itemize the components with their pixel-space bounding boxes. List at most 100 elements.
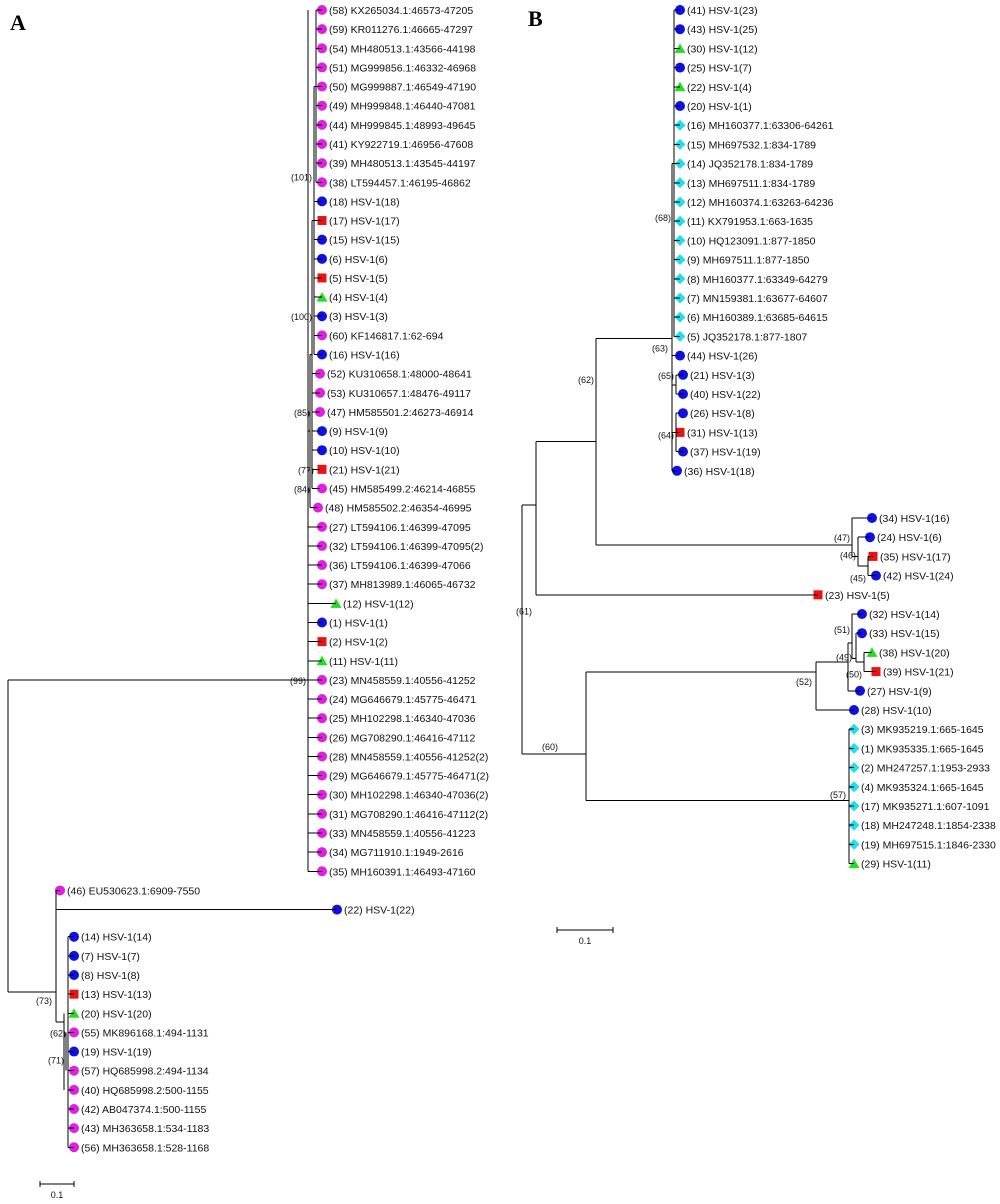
taxon-label: (12) HSV-1(12) bbox=[343, 598, 414, 610]
taxon-label: (36) HSV-1(18) bbox=[684, 466, 755, 478]
bootstrap-label: (101) bbox=[291, 172, 312, 182]
taxon-label: (55) MK896168.1:494-1131 bbox=[81, 1027, 209, 1039]
taxon-label: (39) HSV-1(21) bbox=[883, 667, 954, 679]
taxon-label: (21) HSV-1(3) bbox=[690, 370, 755, 382]
taxon-label: (7) HSV-1(7) bbox=[81, 951, 140, 963]
taxon-label: (30) HSV-1(12) bbox=[687, 43, 758, 55]
taxon-label: (13) HSV-1(13) bbox=[81, 989, 152, 1001]
taxon-label: (34) HSV-1(16) bbox=[879, 513, 950, 525]
taxon-label: (24) HSV-1(6) bbox=[877, 532, 942, 544]
bootstrap-label: (52) bbox=[796, 677, 812, 687]
taxon-label: (11) HSV-1(11) bbox=[329, 656, 398, 668]
taxon-label: (9) MH697511.1:877-1850 bbox=[687, 255, 810, 267]
taxon-label: (43) MH363658.1:534-1183 bbox=[81, 1123, 209, 1135]
taxon-label: (22) HSV-1(4) bbox=[687, 82, 752, 94]
taxon-label: (27) LT594106.1:46399-47095 bbox=[329, 522, 471, 534]
taxon-label: (42) AB047374.1:500-1155 bbox=[81, 1104, 206, 1116]
bootstrap-label: (68) bbox=[655, 213, 671, 223]
taxon-label: (14) HSV-1(14) bbox=[81, 932, 152, 944]
taxon-label: (28) MN458559.1:40556-41252(2) bbox=[329, 751, 488, 763]
taxon-label: (7) MN159381.1:63677-64607 bbox=[687, 293, 828, 305]
bootstrap-label: (64) bbox=[658, 430, 674, 440]
taxon-label: (31) HSV-1(13) bbox=[687, 427, 758, 439]
taxon-label: (47) HM585501.2:46273-46914 bbox=[327, 407, 474, 419]
taxon-label: (5) JQ352178.1:877-1807 bbox=[687, 331, 807, 343]
taxon-label: (5) HSV-1(5) bbox=[329, 273, 388, 285]
taxon-label: (8) MH160377.1:63349-64279 bbox=[687, 274, 828, 286]
taxon-label: (52) KU310658.1:48000-48641 bbox=[327, 369, 472, 381]
taxon-label: (10) HSV-1(10) bbox=[329, 445, 400, 457]
taxon-label: (8) HSV-1(8) bbox=[81, 970, 140, 982]
panel-letter: B bbox=[528, 6, 543, 31]
taxon-label: (50) MG999887.1:46549-47190 bbox=[329, 82, 476, 94]
taxon-label: (32) HSV-1(14) bbox=[869, 609, 940, 621]
taxon-label: (30) MH102298.1:46340-47036(2) bbox=[329, 790, 488, 802]
taxon-label: (40) HSV-1(22) bbox=[690, 389, 761, 401]
taxon-label: (10) HQ123091.1:877-1850 bbox=[687, 235, 816, 247]
taxon-label: (26) HSV-1(8) bbox=[690, 408, 755, 420]
taxon-label: (1) HSV-1(1) bbox=[329, 617, 388, 629]
taxon-label: (46) EU530623.1:6909-7550 bbox=[67, 885, 200, 897]
taxon-label: (32) LT594106.1:46399-47095(2) bbox=[329, 541, 484, 553]
bootstrap-label: (84) bbox=[294, 485, 310, 495]
bootstrap-label: (63) bbox=[652, 344, 668, 354]
taxon-label: (15) MH697532.1:834-1789 bbox=[687, 139, 816, 151]
taxon-label: (37) HSV-1(19) bbox=[690, 447, 761, 459]
taxon-label: (27) HSV-1(9) bbox=[867, 686, 932, 698]
taxon-label: (16) HSV-1(16) bbox=[329, 350, 400, 362]
taxon-label: (9) HSV-1(9) bbox=[329, 426, 388, 438]
taxon-label: (59) KR011276.1:46665-47297 bbox=[329, 24, 473, 36]
taxon-label: (29) HSV-1(11) bbox=[861, 859, 931, 871]
bootstrap-label: (60) bbox=[542, 742, 558, 752]
taxon-label: (18) MH247248.1:1854-2338 bbox=[861, 820, 996, 832]
taxon-label: (24) MG646679.1:45775-46471 bbox=[329, 694, 476, 706]
taxon-label: (41) KY922719.1:46956-47608 bbox=[329, 139, 473, 151]
taxon-label: (40) HQ685998.2:500-1155 bbox=[81, 1085, 209, 1097]
circle-marker-icon bbox=[317, 445, 327, 456]
taxon-label: (19) HSV-1(19) bbox=[81, 1047, 152, 1059]
taxon-label: (17) MK935271.1:607-1091 bbox=[861, 801, 990, 813]
taxon-label: (26) MG708290.1:46416-47112 bbox=[329, 732, 475, 744]
taxon-label: (41) HSV-1(23) bbox=[687, 5, 758, 17]
taxon-label: (45) HM585499.2:46214-46855 bbox=[329, 484, 476, 496]
taxon-label: (15) HSV-1(15) bbox=[329, 235, 400, 247]
taxon-label: (51) MG999856.1:46332-46968 bbox=[329, 62, 476, 74]
bootstrap-label: (73) bbox=[36, 996, 52, 1006]
taxon-label: (31) MG708290.1:46416-47112(2) bbox=[329, 809, 488, 821]
taxon-label: (19) MH697515.1:1846-2330 bbox=[861, 839, 996, 851]
circle-marker-icon bbox=[317, 483, 327, 494]
taxon-label: (28) HSV-1(10) bbox=[861, 705, 932, 717]
bootstrap-label: (65) bbox=[658, 371, 674, 381]
bootstrap-label: (61) bbox=[516, 607, 532, 617]
bootstrap-label: (77) bbox=[298, 465, 314, 475]
taxon-label: (6) HSV-1(6) bbox=[329, 254, 388, 266]
taxon-label: (39) MH480513.1:43545-44197 bbox=[329, 158, 476, 170]
taxon-label: (14) JQ352178.1:834-1789 bbox=[687, 159, 813, 171]
taxon-label: (43) HSV-1(25) bbox=[687, 24, 758, 36]
taxon-label: (6) MH160389.1:63685-64615 bbox=[687, 312, 828, 324]
taxon-label: (1) MK935335.1:665-1645 bbox=[861, 743, 984, 755]
taxon-label: (44) HSV-1(26) bbox=[687, 351, 758, 363]
bootstrap-label: (49) bbox=[836, 652, 852, 662]
taxon-label: (37) MH813989.1:46065-46732 bbox=[329, 579, 476, 591]
taxon-label: (53) KU310657.1:48476-49117 bbox=[327, 388, 471, 400]
bootstrap-label: (57) bbox=[830, 790, 846, 800]
taxon-label: (35) MH160391.1:46493-47160 bbox=[329, 866, 476, 878]
bootstrap-label: (50) bbox=[846, 670, 862, 680]
taxon-label: (3) HSV-1(3) bbox=[329, 311, 388, 323]
taxon-label: (34) MG711910.1:1949-2616 bbox=[329, 847, 464, 859]
scale-bar-label: 0.1 bbox=[51, 1190, 64, 1200]
taxon-label: (17) HSV-1(17) bbox=[329, 216, 400, 228]
bootstrap-label: (100) bbox=[291, 312, 312, 322]
taxon-label: (58) KX265034.1:46573-47205 bbox=[329, 5, 473, 17]
taxon-label: (38) LT594457.1:46195-46862 bbox=[329, 177, 471, 189]
taxon-label: (11) KX791953.1:663-1635 bbox=[687, 216, 813, 228]
taxon-label: (2) MH247257.1:1953-2933 bbox=[861, 763, 990, 775]
taxon-label: (21) HSV-1(21) bbox=[329, 464, 400, 476]
taxon-label: (33) HSV-1(15) bbox=[869, 628, 940, 640]
taxon-label: (16) MH160377.1:63306-64261 bbox=[687, 120, 834, 132]
taxon-label: (4) HSV-1(4) bbox=[329, 292, 388, 304]
taxon-label: (4) MK935324.1:665-1645 bbox=[861, 782, 984, 794]
